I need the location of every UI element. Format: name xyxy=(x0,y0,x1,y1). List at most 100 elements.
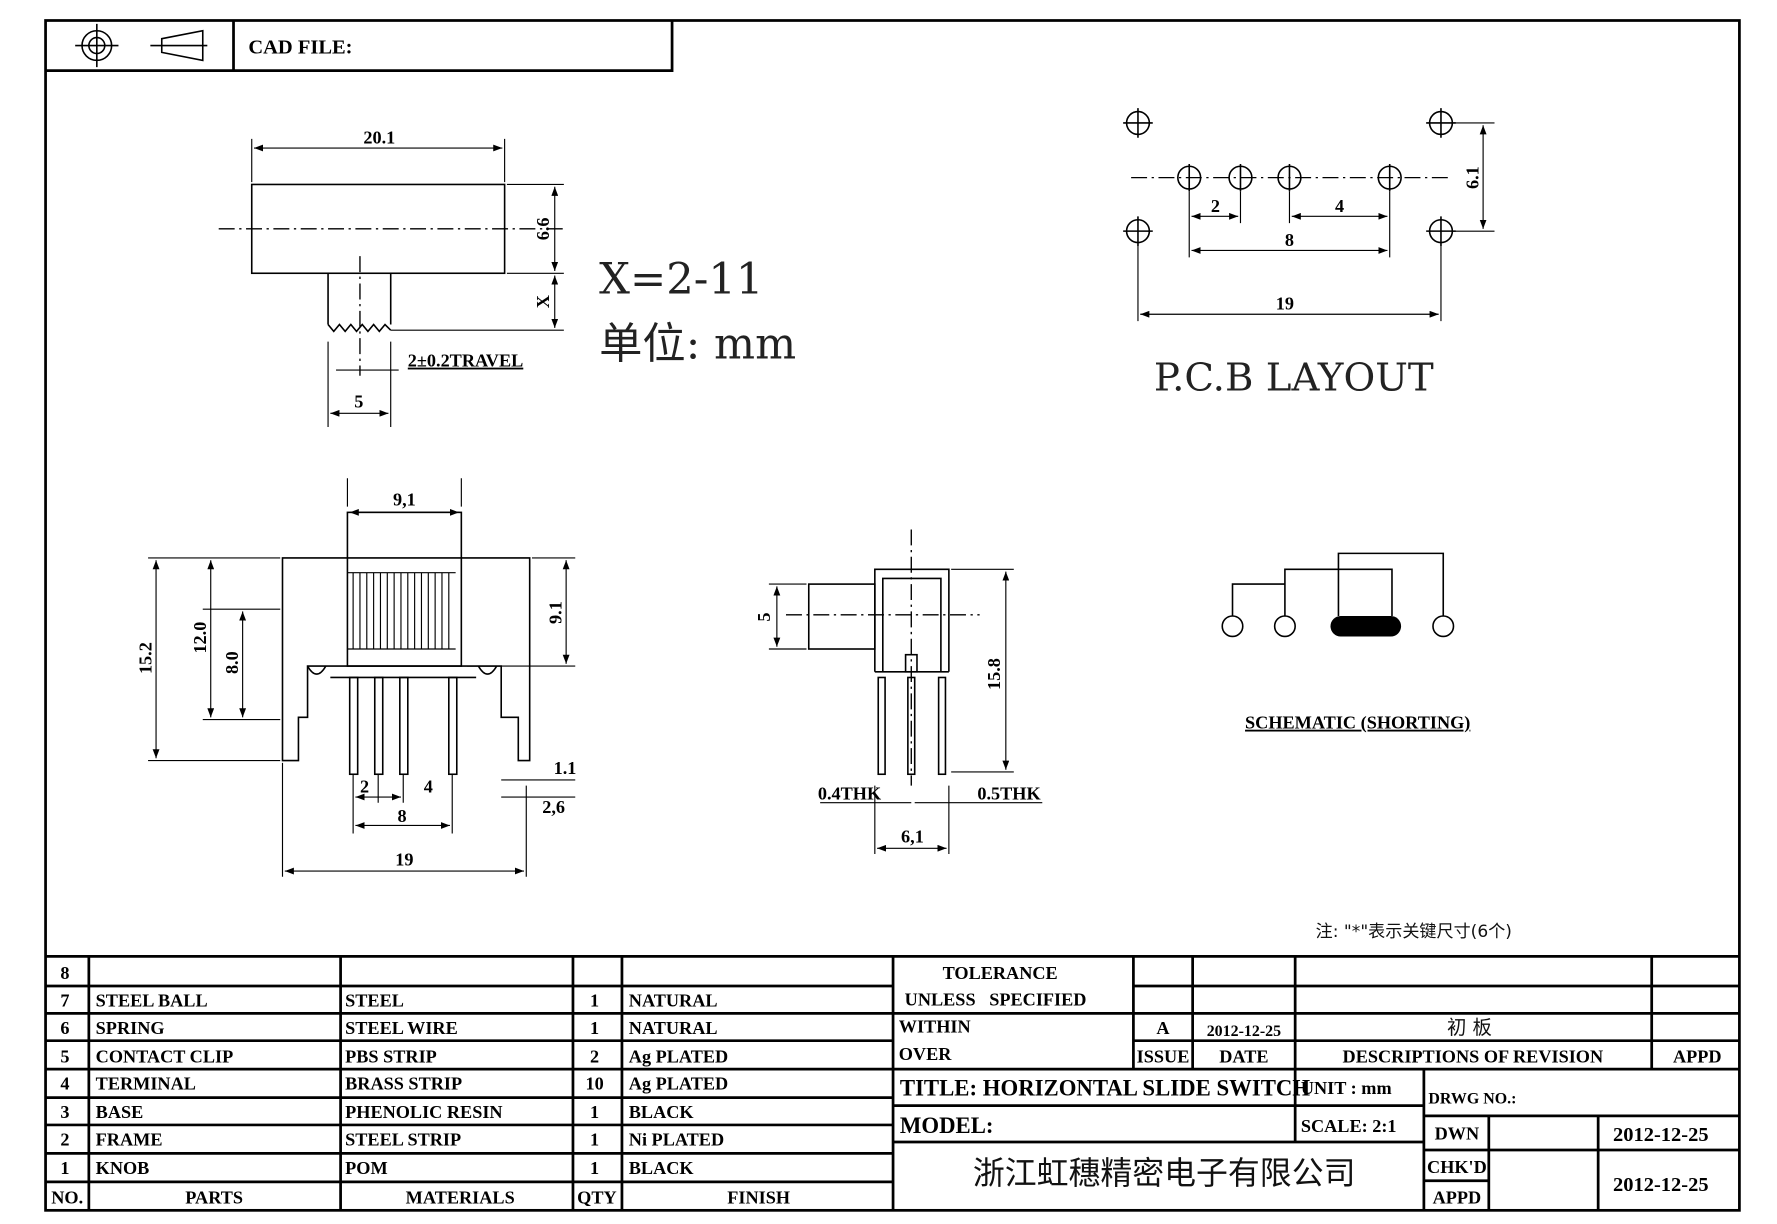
pcb-dim-2: 2 xyxy=(1211,196,1220,216)
bom-qty: 1 xyxy=(590,991,599,1011)
schematic-label: SCHEMATIC (SHORTING) xyxy=(1245,713,1470,734)
appd-label: APPD xyxy=(1673,1046,1722,1066)
bom-part: FRAME xyxy=(96,1129,163,1149)
pcb-dim-6-1: 6.1 xyxy=(1463,166,1483,189)
date-label: DATE xyxy=(1219,1046,1268,1066)
bom-part: BASE xyxy=(96,1102,144,1122)
bom-header-finish: FINISH xyxy=(727,1188,790,1208)
title-block: TOLERANCE UNLESS SPECIFIED WITHIN OVER A… xyxy=(893,956,1740,1211)
bom-finish: BLACK xyxy=(629,1158,695,1178)
bom-part: TERMINAL xyxy=(96,1074,196,1094)
bom-header-parts: PARTS xyxy=(185,1188,243,1208)
travel-dim: 2±0.2TRAVEL xyxy=(408,351,523,371)
bom-no: 2 xyxy=(60,1129,69,1149)
cad-file-label: CAD FILE: xyxy=(248,37,352,59)
x-range-spec: X=2-11 xyxy=(599,255,763,305)
dwn-label: DWN xyxy=(1435,1124,1480,1144)
chkd-label: CHK'D xyxy=(1427,1157,1487,1177)
pcb-layout-title: P.C.B LAYOUT xyxy=(1154,356,1434,401)
bom-material: STEEL xyxy=(345,991,404,1011)
bom-row: 4 TERMINAL BRASS STRIP 10 Ag PLATED xyxy=(60,1074,728,1094)
bom-part: STEEL BALL xyxy=(96,991,208,1011)
dim-width: 20.1 xyxy=(363,127,395,147)
bom-material: PBS STRIP xyxy=(345,1046,437,1066)
bom-part: CONTACT CLIP xyxy=(96,1046,234,1066)
bom-header-row: NO. PARTS MATERIALS QTY FINISH xyxy=(51,1188,790,1208)
front-dim-8-bottom: 8 xyxy=(398,806,407,826)
company-name: 浙江虹穗精密电子有限公司 xyxy=(973,1154,1356,1192)
bom-material: BRASS STRIP xyxy=(345,1074,462,1094)
bom-material: STEEL WIRE xyxy=(345,1018,458,1038)
bom-no: 4 xyxy=(60,1074,69,1094)
side-dim-15-8: 15.8 xyxy=(984,658,1004,690)
front-dim-8: 8.0 xyxy=(222,651,242,674)
model-label: MODEL: xyxy=(900,1113,994,1138)
issue-value: A xyxy=(1156,1018,1170,1038)
key-dimension-note: 注: "*"表示关键尺寸(6个) xyxy=(1316,922,1512,942)
schematic: SCHEMATIC (SHORTING) xyxy=(1221,552,1470,734)
header-box: CAD FILE: xyxy=(45,20,674,72)
bom-header-no: NO. xyxy=(51,1188,83,1208)
bom-finish: NATURAL xyxy=(629,1018,718,1038)
issue-label: ISSUE xyxy=(1137,1046,1190,1066)
bom-material: PHENOLIC RESIN xyxy=(345,1102,502,1122)
within-label: WITHIN xyxy=(899,1017,971,1037)
side-view: 5 15.8 6,1 0.4THK 0.5THK xyxy=(754,529,1043,854)
bom-part: SPRING xyxy=(96,1018,165,1038)
pcb-dim-19: 19 xyxy=(1276,294,1294,314)
crosshair-circle-icon xyxy=(75,23,119,68)
front-dim-2-6: 2,6 xyxy=(542,797,565,817)
bom-qty: 1 xyxy=(590,1158,599,1178)
pcb-dim-8: 8 xyxy=(1285,230,1294,250)
thk-left: 0.4THK xyxy=(818,783,882,803)
bom-qty: 2 xyxy=(590,1046,599,1066)
appd-sign-label: APPD xyxy=(1433,1188,1482,1208)
revision-description: 初 板 xyxy=(1447,1016,1492,1039)
pcb-dim-4: 4 xyxy=(1335,196,1344,216)
front-dim-19: 19 xyxy=(395,849,413,869)
unit-label: UNIT : mm xyxy=(1301,1078,1392,1098)
dwn-date: 2012-12-25 xyxy=(1613,1124,1709,1146)
bom-no: 5 xyxy=(60,1046,69,1066)
issue-date: 2012-12-25 xyxy=(1207,1023,1281,1040)
check-date: 2012-12-25 xyxy=(1613,1174,1709,1196)
top-view: 20.1 6.6 X 2±0.2TRAVEL 5 xyxy=(218,127,564,427)
front-view: 9,1 15.2 12.0 8.0 9.1 2 4 8 19 1.1 2,6 xyxy=(135,478,576,877)
bom-row: 8 xyxy=(60,963,69,983)
thk-right: 0.5THK xyxy=(977,783,1041,803)
side-dim-5: 5 xyxy=(754,613,774,622)
bom-finish: NATURAL xyxy=(629,991,718,1011)
bom-part: KNOB xyxy=(96,1158,150,1178)
front-dim-9-1-right: 9.1 xyxy=(546,601,566,624)
scale-label: SCALE: 2:1 xyxy=(1301,1116,1397,1136)
bom-no: 6 xyxy=(60,1018,69,1038)
bom-no: 8 xyxy=(60,963,69,983)
drawing-number-label: DRWG NO.: xyxy=(1428,1090,1516,1107)
dim-height: 6.6 xyxy=(533,217,553,240)
bom-qty: 10 xyxy=(586,1074,604,1094)
bom-qty: 1 xyxy=(590,1129,599,1149)
unit-spec: 单位: mm xyxy=(599,320,796,370)
drawing-title: TITLE: HORIZONTAL SLIDE SWITCH xyxy=(900,1075,1310,1100)
bom-no: 3 xyxy=(60,1102,69,1122)
pcb-layout: 2 4 8 19 6.1 P.C.B LAYOUT xyxy=(1123,108,1495,401)
front-dim-12: 12.0 xyxy=(190,622,210,654)
bom-no: 1 xyxy=(60,1158,69,1178)
truncated-cone-icon xyxy=(150,29,208,62)
bom-material: STEEL STRIP xyxy=(345,1129,461,1149)
front-dim-15-2: 15.2 xyxy=(135,642,155,674)
bom-finish: Ag PLATED xyxy=(629,1074,728,1094)
bom-header-materials: MATERIALS xyxy=(406,1188,515,1208)
front-dim-9-1: 9,1 xyxy=(393,490,416,510)
side-dim-6-1: 6,1 xyxy=(901,827,924,847)
descriptions-label: DESCRIPTIONS OF REVISION xyxy=(1343,1046,1604,1066)
bom-finish: BLACK xyxy=(629,1102,695,1122)
